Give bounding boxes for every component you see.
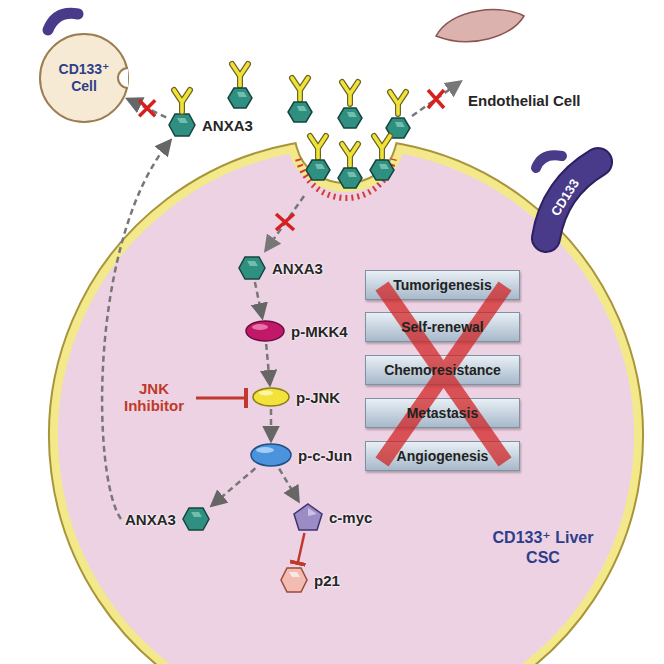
signal-arrow: [255, 282, 262, 317]
node-label: ANXA3: [125, 511, 176, 528]
node-label: ANXA3: [272, 260, 323, 277]
node-label: CD133⁺ Cell: [55, 61, 113, 95]
node-label: Metastasis: [407, 405, 479, 421]
node-label: ANXA3: [202, 117, 253, 134]
molecule-icon: [182, 507, 210, 531]
inhibition-line: [196, 388, 246, 408]
signal-arrow: [298, 533, 305, 564]
outcome-box: Metastasis: [365, 398, 520, 428]
molecule-icon: [245, 320, 285, 342]
signal-molecule: p-c-Jun: [250, 443, 352, 467]
node-label: Chemoresistance: [384, 362, 501, 378]
node-label: p-c-Jun: [298, 447, 352, 464]
signal-arrow: [102, 141, 170, 519]
outcome-box: Self-renewal: [365, 312, 520, 342]
signal-molecule: c-myc: [293, 503, 372, 531]
node-label: CD133⁺ Liver CSC: [478, 528, 608, 568]
node-label: p-JNK: [296, 389, 340, 406]
endothelial-cell: Endothelial Cell: [432, 6, 622, 109]
molecule-icon: [250, 443, 292, 467]
cd133-receptor: CD133: [528, 148, 608, 248]
signal-arrow: [270, 409, 273, 440]
signal-arrow: [279, 469, 298, 501]
cell-circle: CD133⁺ Cell: [38, 32, 130, 124]
signal-molecule: p-MKK4: [245, 320, 348, 342]
inhibitor-label: JNK Inhibitor: [116, 380, 192, 415]
signal-molecule: ANXA3: [125, 507, 210, 531]
cd133-receptor: [48, 13, 78, 30]
node-label: p-MKK4: [291, 323, 348, 340]
node-label: Angiogenesis: [397, 448, 489, 464]
cross-mark: [382, 286, 505, 462]
molecule-icon: [252, 387, 290, 407]
antibody-anxa3: [174, 64, 410, 188]
node-label: Endothelial Cell: [468, 92, 622, 109]
molecule-icon: [293, 503, 323, 531]
node-label: p21: [314, 572, 340, 589]
signal-molecule: ANXA3: [238, 256, 323, 280]
node-label: Self-renewal: [401, 319, 483, 335]
signal-arrow: [212, 468, 255, 505]
block-mark: [139, 100, 155, 116]
node-label: c-myc: [329, 509, 372, 526]
molecule-icon: [238, 256, 266, 280]
signal-molecule: p21: [280, 567, 340, 593]
molecule-icon: [280, 567, 308, 593]
signal-arrow: [128, 99, 166, 117]
signal-arrow: [266, 344, 270, 384]
blocked-arrow: [266, 196, 304, 250]
signal-molecule: p-JNK: [252, 387, 340, 407]
signal-molecule: ANXA3: [168, 113, 253, 137]
node-label: Tumorigenesis: [393, 277, 492, 293]
molecule-icon: [168, 113, 196, 137]
blocked-arrow: [412, 82, 460, 116]
